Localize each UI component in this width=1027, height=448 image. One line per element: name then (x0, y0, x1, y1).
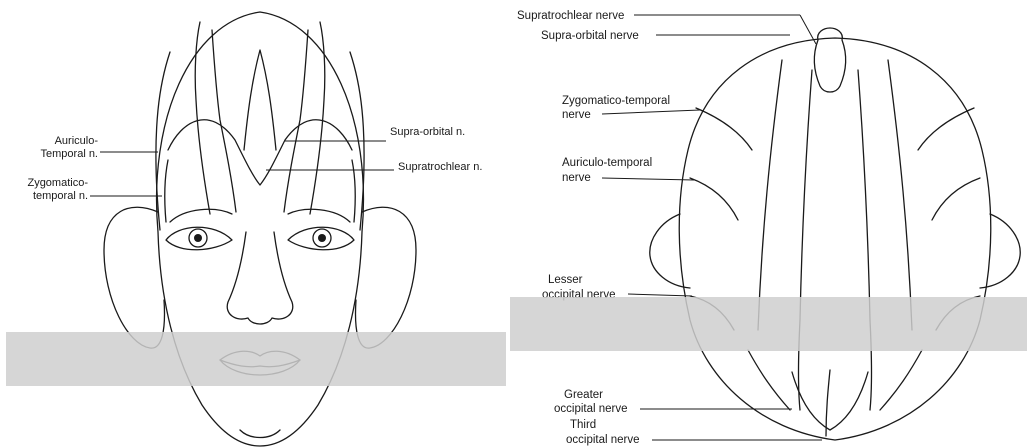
label-front-supra-orbital: Supra-orbital n. (390, 126, 465, 138)
label-top-third-occipital-1: Third (570, 419, 596, 431)
leader-top-lesser-occipital (628, 294, 692, 296)
label-top-auriculo-temporal-1: Auriculo-temporal (562, 157, 652, 169)
left-redaction-band (6, 332, 506, 386)
front-central-branch (244, 50, 276, 150)
top-zygomaticotemporal-left (696, 108, 752, 150)
label-top-supratrochlear: Supratrochlear nerve (517, 10, 624, 22)
top-neck (792, 372, 868, 430)
label-top-zygomatico-temporal-2: nerve (562, 109, 591, 121)
top-supratrochlear-left (799, 70, 813, 410)
label-top-greater-occipital-1: Greater (564, 389, 603, 401)
top-view-nerves (690, 60, 980, 436)
label-top-greater-occipital-2: occipital nerve (554, 403, 628, 415)
front-supratrochlear-left (212, 30, 236, 212)
nose (227, 232, 293, 324)
top-greater-occipital-left (748, 350, 790, 410)
top-supraorbital-left (758, 60, 782, 330)
label-front-auriculo-temporal-1: Auriculo- (55, 135, 99, 147)
leader-top-auriculo-temporal (602, 178, 694, 180)
top-zygomaticotemporal-right (918, 108, 974, 150)
label-front-zygomatico-temporal-2: temporal n. (33, 190, 88, 202)
label-front-auriculo-temporal-2: Temporal n. (41, 148, 98, 160)
front-zygomaticotemporal-left (165, 160, 168, 222)
label-front-supratrochlear: Supratrochlear n. (398, 161, 482, 173)
left-ear (104, 207, 164, 348)
top-greater-occipital-right (880, 350, 922, 410)
front-zygomaticotemporal-right (352, 160, 355, 222)
label-top-third-occipital-2: occipital nerve (566, 434, 640, 446)
front-supraorbital-left (195, 22, 210, 214)
top-right-ear (980, 214, 1020, 288)
top-left-ear (650, 214, 690, 288)
leader-top-zygomatico-temporal (602, 110, 700, 114)
top-view-labels: Supratrochlear nerve Supra-orbital nerve… (517, 10, 822, 446)
chin (240, 430, 280, 438)
right-eyebrow (288, 209, 350, 222)
top-skull-outline (679, 38, 991, 440)
top-supraorbital-right (888, 60, 912, 330)
hairline (168, 120, 352, 185)
label-front-zygomatico-temporal-1: Zygomatico- (27, 177, 88, 189)
leader-top-supratrochlear-tip (800, 15, 816, 44)
front-supraorbital-right (310, 22, 325, 214)
top-auriculotemporal-left (690, 178, 738, 220)
top-auriculotemporal-right (932, 178, 980, 220)
left-eye (166, 227, 232, 250)
label-top-auriculo-temporal-2: nerve (562, 172, 591, 184)
right-redaction-band (510, 297, 1027, 351)
top-view-head (650, 28, 1020, 440)
label-top-supra-orbital: Supra-orbital nerve (541, 30, 639, 42)
right-eye (288, 227, 354, 250)
right-ear (356, 207, 416, 348)
front-view-labels: Auriculo- Temporal n. Zygomatico- tempor… (27, 126, 482, 202)
front-auriculotemporal-left (156, 52, 170, 230)
label-top-zygomatico-temporal-1: Zygomatico-temporal (562, 95, 670, 107)
left-eyebrow (170, 209, 232, 222)
front-supratrochlear-right (284, 30, 308, 212)
top-third-occipital (826, 370, 830, 436)
top-supratrochlear-right (858, 70, 872, 410)
label-top-lesser-occipital-1: Lesser (548, 274, 583, 286)
